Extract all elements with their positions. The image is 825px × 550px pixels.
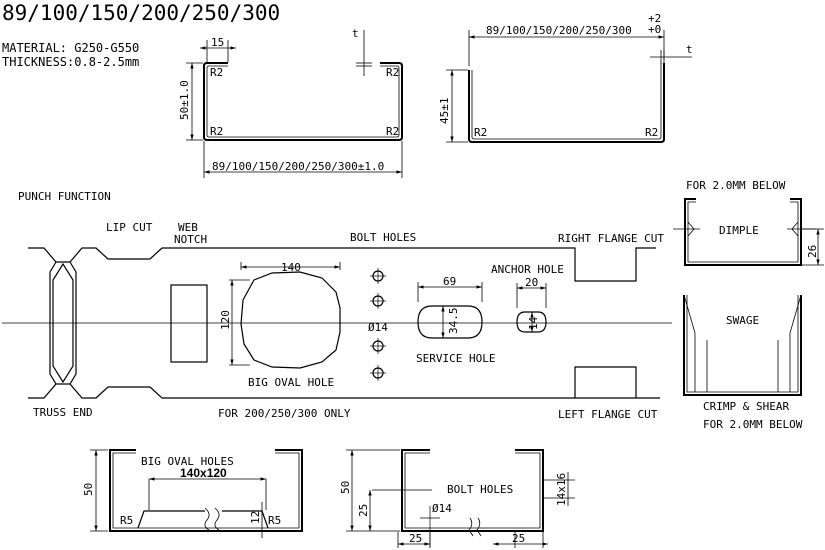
bolt-detail-phi14: Ø14 [432, 502, 452, 515]
swage-note-1: CRIMP & SHEAR [703, 400, 789, 413]
big-oval-hole-label: BIG OVAL HOLE [248, 376, 334, 389]
c-thickness-dim: t [352, 27, 359, 40]
bolt-detail-25b: 25 [512, 532, 525, 545]
oval-height-dim: 120 [219, 310, 232, 330]
u-radius-bl: R2 [474, 126, 487, 139]
bolt-detail-height: 50 [339, 481, 352, 494]
thickness-spec: THICKNESS:0.8-2.5mm [2, 55, 139, 69]
dimple-dim: 26 [806, 245, 819, 258]
u-section-profile: 89/100/150/200/250/300 +2 +0 t R2 R2 45±… [438, 12, 693, 143]
oval-width-dim: 140 [281, 261, 301, 274]
swage-section: SWAGE CRIMP & SHEAR FOR 2.0MM BELOW [683, 294, 803, 431]
c-width-dim: 89/100/150/200/250/300±1.0 [212, 160, 384, 173]
detail-big-oval-holes: BIG OVAL HOLES 140x120 50 12 R5 R5 [82, 449, 303, 538]
oval-detail-label: BIG OVAL HOLES [141, 455, 234, 468]
anchor-hole-label: ANCHOR HOLE [491, 263, 564, 276]
left-flange-cut-label: LEFT FLANGE CUT [558, 408, 658, 421]
oval-detail-12: 12 [249, 511, 262, 524]
oval-detail-r5-left: R5 [120, 514, 133, 527]
right-flange-cut-label: RIGHT FLANGE CUT [558, 232, 664, 245]
u-radius-br: R2 [645, 126, 658, 139]
c-radius-tl: R2 [210, 66, 223, 79]
dimple-label: DIMPLE [719, 224, 759, 237]
service-height-dim: 34.5 [447, 308, 460, 335]
bolt-detail-25a: 25 [409, 532, 422, 545]
detail-bolt-holes: BOLT HOLES 50 25 Ø14 14x16 25 25 [339, 449, 575, 548]
c-radius-br: R2 [386, 125, 399, 138]
u-tol-plus: +2 [648, 12, 661, 25]
material-spec: MATERIAL: G250-G550 [2, 41, 139, 55]
c-height-dim: 50±1.0 [178, 80, 191, 120]
web-notch-label-2: NOTCH [174, 233, 207, 246]
bolt-holes-label: BOLT HOLES [350, 231, 416, 244]
oval-detail-height: 50 [82, 483, 95, 496]
swage-note-2: FOR 2.0MM BELOW [703, 418, 803, 431]
bolt-hole-diameter: Ø14 [368, 321, 388, 334]
dimple-note: FOR 2.0MM BELOW [686, 179, 786, 192]
u-width-dim: 89/100/150/200/250/300 [486, 24, 632, 37]
c-radius-bl: R2 [210, 125, 223, 138]
oval-detail-r5-right: R5 [268, 514, 281, 527]
c-lip-dim: 15 [211, 36, 224, 49]
for-only-note: FOR 200/250/300 ONLY [218, 407, 351, 420]
c-section-profile: 15 t R2 R2 R2 R2 50±1.0 89/100/150/200/2… [178, 27, 403, 178]
swage-label: SWAGE [726, 314, 759, 327]
c-radius-tr: R2 [386, 66, 399, 79]
u-height-dim: 45±1 [438, 98, 451, 125]
drawing-title: 89/100/150/200/250/300 [2, 1, 280, 25]
punch-title: PUNCH FUNCTION [18, 190, 111, 203]
u-tol-zero: +0 [648, 23, 661, 36]
punch-function-layout: PUNCH FUNCTION LIP CUT WEB NOTCH BOLT HO… [2, 190, 672, 421]
u-thickness-dim: t [686, 43, 693, 56]
bolt-detail-14x16: 14x16 [555, 473, 568, 506]
truss-end-label: TRUSS END [33, 406, 93, 419]
anchor-width-dim: 20 [525, 276, 538, 289]
anchor-height-dim: 14 [527, 316, 540, 330]
bolt-hole-marks [370, 268, 386, 381]
service-width-dim: 69 [443, 275, 456, 288]
dimple-section: FOR 2.0MM BELOW DIMPLE 26 [673, 179, 824, 266]
web-notch-label-1: WEB [178, 221, 198, 234]
oval-detail-size: 140x120 [180, 466, 227, 480]
bolt-detail-label: BOLT HOLES [447, 483, 513, 496]
service-hole-label: SERVICE HOLE [416, 352, 495, 365]
bolt-detail-25v: 25 [357, 504, 370, 517]
lip-cut-label: LIP CUT [106, 221, 153, 234]
